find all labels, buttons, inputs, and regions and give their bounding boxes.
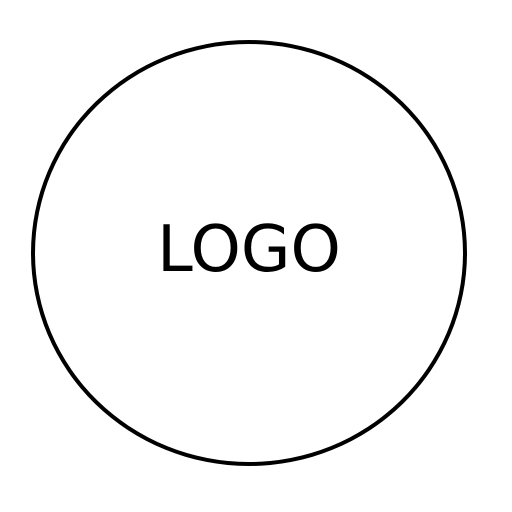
logo-text: LOGO [157, 213, 341, 287]
logo-circle: LOGO [31, 40, 467, 466]
